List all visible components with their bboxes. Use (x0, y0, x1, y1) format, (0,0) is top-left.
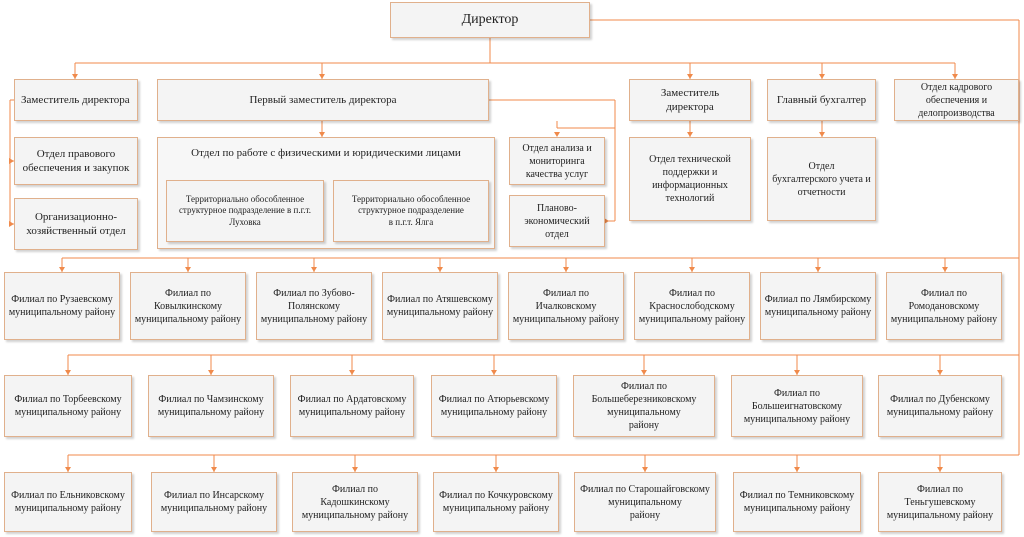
branch-row1-3: Филиал по Зубово- Полянскому муниципальн… (256, 272, 372, 340)
arrow-head-47 (689, 267, 695, 272)
first-deputy-director-box: Первый заместитель директора (157, 79, 489, 121)
arrow-head-51 (942, 267, 948, 272)
arrow-head-9 (819, 74, 825, 79)
territorial-luhovka-box: Территориально обособленное структурное … (166, 180, 324, 242)
arrow-head-75 (493, 467, 499, 472)
arrow-head-62 (641, 370, 647, 375)
arrow-head-45 (563, 267, 569, 272)
deputy-director-left-box: Заместитель директора (14, 79, 138, 121)
arrow-head-7 (687, 74, 693, 79)
branch-row1-6: Филиал по Краснослободскому муниципально… (634, 272, 750, 340)
arrow-head-58 (349, 370, 355, 375)
arrow-head-64 (794, 370, 800, 375)
branch-row1-2: Филиал по Ковылкинскому муниципальному р… (130, 272, 246, 340)
branch-row3-3: Филиал по Кадошкинскому муниципальному р… (292, 472, 418, 532)
arrow-head-31 (687, 132, 693, 137)
branch-row2-2: Филиал по Чамзинскому муниципальному рай… (148, 375, 274, 437)
arrow-head-54 (65, 370, 71, 375)
arrow-head-73 (352, 467, 358, 472)
branch-row2-5: Филиал по Большеберезниковскому муниципа… (573, 375, 715, 437)
arrow-head-77 (642, 467, 648, 472)
branch-row3-7: Филиал по Теньгушевскому муниципальному … (878, 472, 1002, 532)
arrow-head-60 (491, 370, 497, 375)
arrow-head-69 (65, 467, 71, 472)
territorial-yalga-box: Территориально обособленное структурное … (333, 180, 489, 242)
arrow-head-33 (819, 132, 825, 137)
arrow-head-37 (59, 267, 65, 272)
legal-department-box: Отдел правового обеспечения и закупок (14, 137, 138, 185)
quality-department-box: Отдел анализа и мониторинга качества усл… (509, 137, 605, 185)
arrow-head-71 (211, 467, 217, 472)
arrow-head-26 (554, 132, 560, 137)
it-department-box: Отдел технической поддержки и информацио… (629, 137, 751, 221)
arrow-head-43 (437, 267, 443, 272)
arrow-head-21 (319, 132, 325, 137)
branch-row2-1: Филиал по Торбеевскому муниципальному ра… (4, 375, 132, 437)
branch-row3-2: Филиал по Инсарскому муниципальному райо… (151, 472, 277, 532)
arrow-head-79 (794, 467, 800, 472)
director-box: Директор (390, 2, 590, 38)
arrow-head-17 (9, 158, 14, 164)
branch-row2-7: Филиал по Дубенскому муниципальному райо… (878, 375, 1002, 437)
planning-department-box: Планово- экономический отдел (509, 195, 605, 247)
arrow-head-3 (72, 74, 78, 79)
branch-row1-1: Филиал по Рузаевскому муниципальному рай… (4, 272, 120, 340)
arrow-head-56 (208, 370, 214, 375)
branch-row1-8: Филиал по Ромодановскому муниципальному … (886, 272, 1002, 340)
arrow-head-19 (9, 221, 14, 227)
branch-row1-7: Филиал по Лямбирскому муниципальному рай… (760, 272, 876, 340)
accounting-department-box: Отдел бухгалтерского учета и отчетности (767, 137, 876, 221)
branch-row2-4: Филиал по Атюрьевскому муниципальному ра… (431, 375, 557, 437)
branch-row3-6: Филиал по Темниковскому муниципальному р… (733, 472, 861, 532)
branch-row3-5: Филиал по Старошайговскому муниципальном… (574, 472, 716, 532)
hr-department-box: Отдел кадрового обеспечения и делопроизв… (894, 79, 1019, 121)
branch-row1-5: Филиал по Ичалковскому муниципальному ра… (508, 272, 624, 340)
branch-row3-4: Филиал по Кочкуровскому муниципальному р… (433, 472, 559, 532)
admin-department-box: Организационно- хозяйственный отдел (14, 198, 138, 250)
branch-row2-3: Филиал по Ардатовскому муниципальному ра… (290, 375, 414, 437)
arrow-head-66 (937, 370, 943, 375)
deputy-director-right-box: Заместитель директора (629, 79, 751, 121)
branch-row2-6: Филиал по Большеигнатовскому муниципальн… (731, 375, 863, 437)
chief-accountant-box: Главный бухгалтер (767, 79, 876, 121)
branch-row3-1: Филиал по Ельниковскому муниципальному р… (4, 472, 132, 532)
individuals-department-label: Отдел по работе с физическими и юридичес… (191, 147, 461, 159)
arrow-head-81 (937, 467, 943, 472)
arrow-head-11 (952, 74, 958, 79)
arrow-head-41 (311, 267, 317, 272)
arrow-head-49 (815, 267, 821, 272)
arrow-head-39 (185, 267, 191, 272)
arrow-head-5 (319, 74, 325, 79)
branch-row1-4: Филиал по Атяшевскому муниципальному рай… (382, 272, 498, 340)
